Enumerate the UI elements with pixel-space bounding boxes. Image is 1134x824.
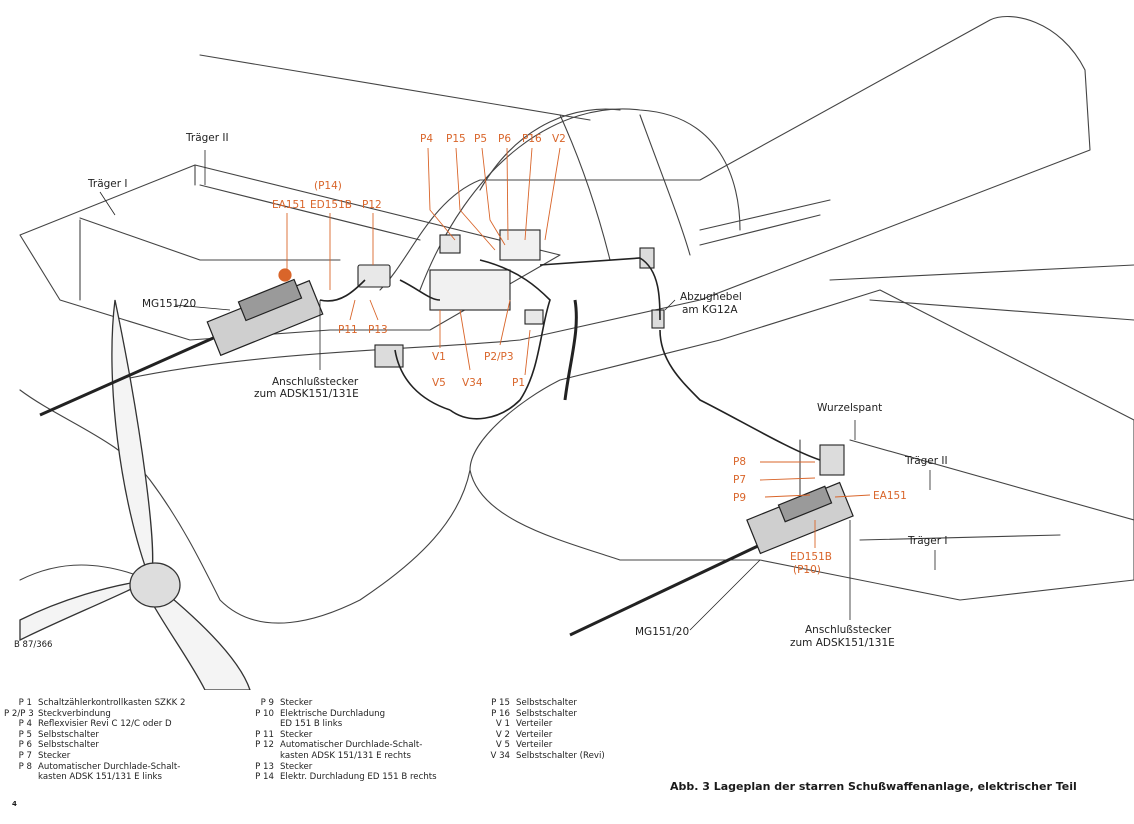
figure-reference-number: B 87/366: [14, 640, 53, 650]
aircraft-wiring-diagram: [19, 16, 1134, 690]
leader-lines: [286, 147, 871, 548]
label-ea151-right: EA151: [873, 490, 907, 502]
label-p13: P13: [368, 324, 388, 336]
label-anschluss-right-1: Anschlußstecker: [805, 624, 892, 636]
label-p11: P11: [338, 324, 358, 336]
label-p2p3: P2/P3: [484, 351, 514, 363]
label-p1: P1: [512, 377, 526, 389]
label-p5: P5: [474, 133, 488, 145]
figure-caption: Abb. 3 Lageplan der starren Schußwaffena…: [670, 780, 1077, 793]
label-traeger-ii-right: Träger II: [905, 455, 948, 467]
label-ea151-left: EA151: [272, 199, 306, 211]
label-traeger-i-left: Träger I: [88, 178, 128, 190]
label-mg-left: MG151/20: [142, 298, 197, 310]
propeller: [19, 299, 251, 690]
left-cannon: [39, 268, 324, 417]
label-p8: P8: [733, 456, 747, 468]
label-abzughebel-2: am KG12A: [682, 304, 738, 316]
right-cannon: [569, 481, 854, 637]
page-number: 4: [12, 800, 17, 808]
label-v5: V5: [432, 377, 446, 389]
label-p6: P6: [498, 133, 512, 145]
label-p4: P4: [420, 133, 434, 145]
nose-outline: [19, 389, 471, 624]
label-p12: P12: [362, 199, 382, 211]
label-p14: (P14): [314, 180, 342, 192]
label-p15: P15: [446, 133, 466, 145]
label-v34: V34: [462, 377, 483, 389]
legend-item: kasten ADSK 151/131 E links: [38, 772, 162, 783]
label-v1: V1: [432, 351, 446, 363]
cable-runs: [319, 257, 821, 461]
left-wing-outline: [19, 164, 561, 341]
right-wing-outline: [469, 289, 1134, 601]
fuselage-outline: [119, 16, 1091, 381]
label-abzughebel-1: Abzughebel: [680, 291, 742, 303]
label-anschluss-right-2: zum ADSK151/131E: [790, 637, 895, 649]
label-anschluss-left-1: Anschlußstecker: [272, 376, 359, 388]
legend-item: kasten ADSK 151/131 E rechts: [280, 750, 411, 761]
label-traeger-ii-left: Träger II: [186, 132, 229, 144]
label-p9: P9: [733, 492, 747, 504]
label-p7: P7: [733, 474, 747, 486]
label-p16: P16: [522, 133, 542, 145]
label-ed151b-right: ED151B: [790, 551, 832, 563]
label-anschluss-left-2: zum ADSK151/131E: [254, 388, 359, 400]
label-traeger-i-right: Träger I: [908, 535, 948, 547]
label-p10: (P10): [793, 564, 821, 576]
central-components: [357, 229, 845, 476]
label-ed151b-left: ED151B: [310, 199, 352, 211]
label-wurzelspant: Wurzelspant: [817, 402, 883, 414]
legend-item: ED 151 B links: [280, 719, 343, 730]
label-v2: V2: [552, 133, 566, 145]
label-mg-right: MG151/20: [635, 626, 690, 638]
